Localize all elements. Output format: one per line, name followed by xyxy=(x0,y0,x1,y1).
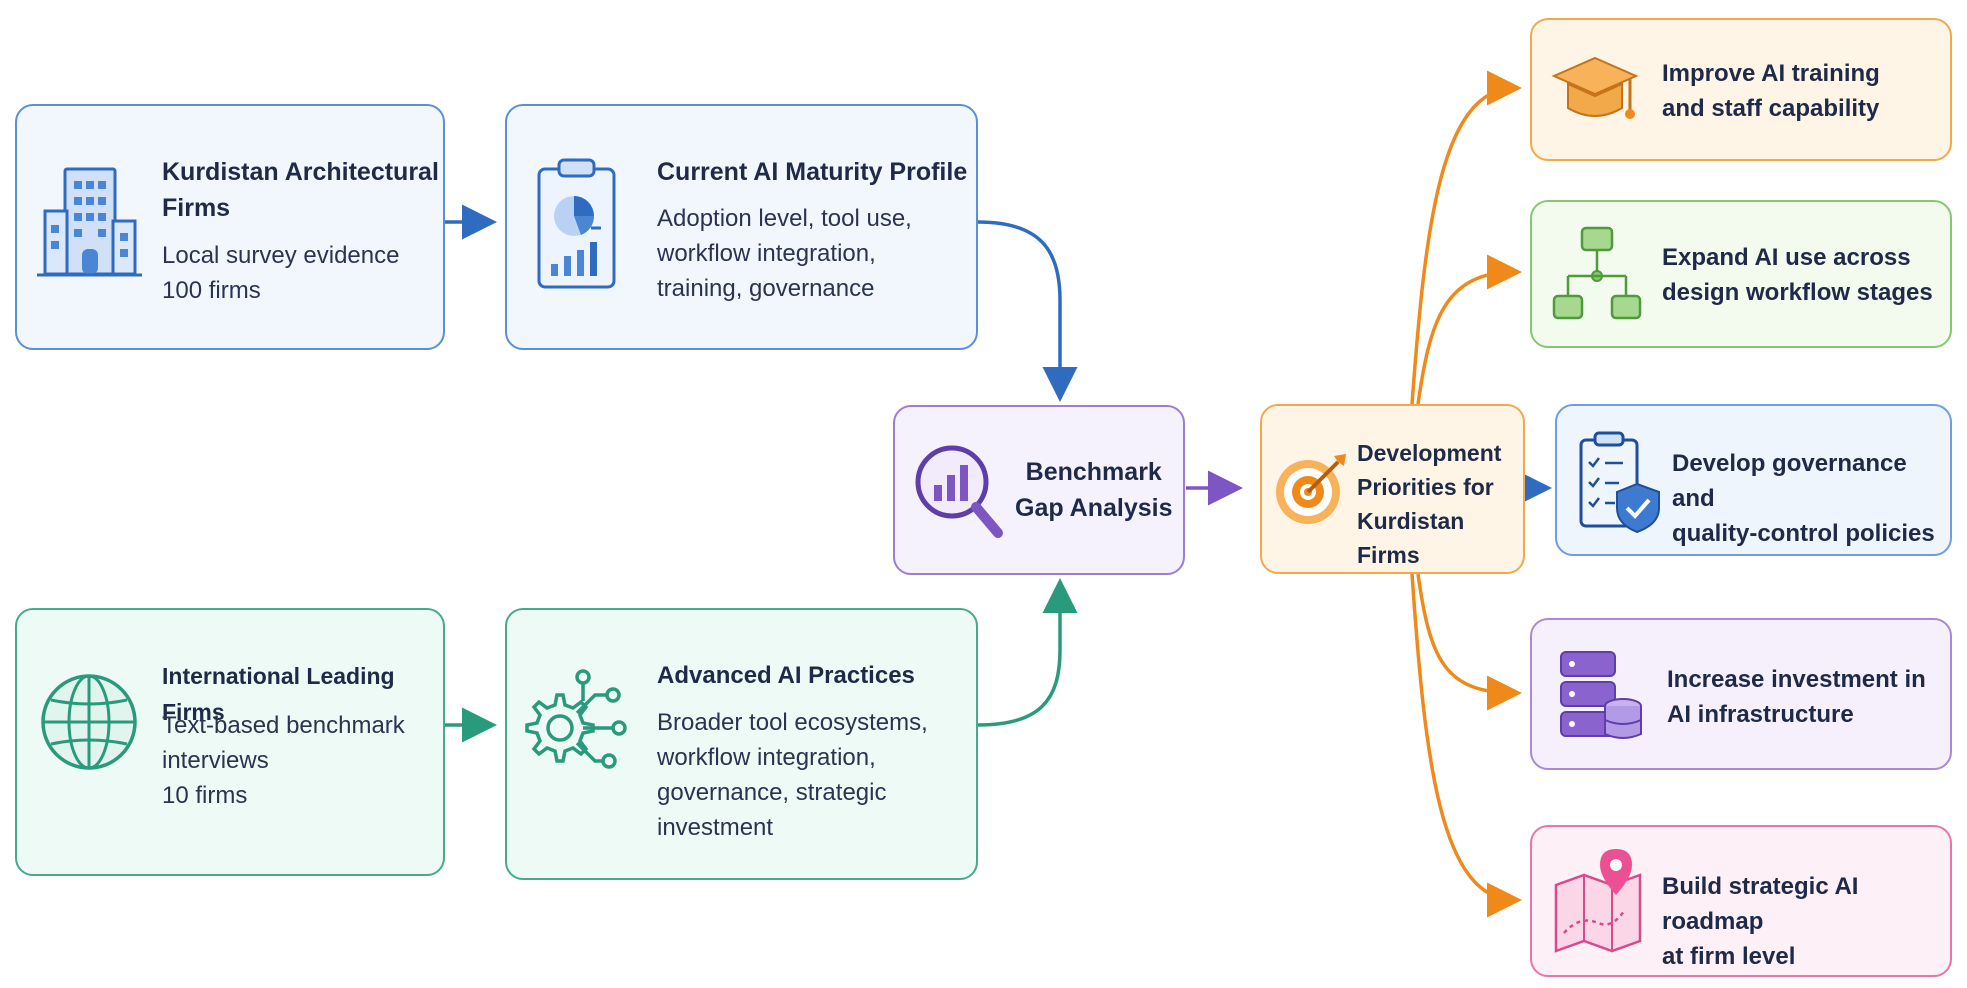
outcome-text-workflow: Expand AI use across design workflow sta… xyxy=(1662,244,1933,306)
current-maturity-title: Current AI Maturity Profile xyxy=(657,158,968,186)
arrow-priorities-to-outcome-4 xyxy=(1416,573,1522,711)
magnifier-chart-icon xyxy=(915,445,1003,538)
gear-network-icon xyxy=(525,669,627,769)
advanced-practices-title: Advanced AI Practices xyxy=(657,662,915,689)
globe-icon xyxy=(41,674,137,770)
development-priorities-title: Development Priorities for Kurdistan Fir… xyxy=(1357,440,1502,568)
graduation-cap-icon xyxy=(1551,56,1639,119)
clipboard-shield-icon xyxy=(1579,431,1660,534)
international-desc: Text-based benchmark interviews 10 firms xyxy=(162,712,405,809)
outcome-text-investment: Increase investment in AI infrastructure xyxy=(1667,666,1926,728)
outcome-text-training: Improve AI training and staff capability xyxy=(1662,60,1880,122)
outcome-card-training: Improve AI training and staff capability xyxy=(1530,18,1952,161)
outcome-text-roadmap: Build strategic AI roadmap at firm level xyxy=(1662,873,1859,970)
international-title: International Leading Firms xyxy=(162,663,395,725)
server-stack-icon xyxy=(1560,651,1642,739)
target-dart-icon xyxy=(1276,454,1346,524)
outcome-card-roadmap: Build strategic AI roadmap at firm level xyxy=(1530,825,1952,977)
kurdistan-title: Kurdistan Architectural Firms xyxy=(162,158,439,222)
outcome-card-workflow: Expand AI use across design workflow sta… xyxy=(1530,200,1952,348)
advanced-practices-desc: Broader tool ecosystems, workflow integr… xyxy=(657,709,928,841)
clipboard-chart-icon xyxy=(537,158,616,289)
arrow-priorities-to-outcome-1 xyxy=(1410,70,1522,405)
workflow-tree-icon xyxy=(1552,226,1642,320)
arrow-current-to-benchmark xyxy=(977,220,1078,402)
arrow-priorities-to-outcome-5 xyxy=(1410,573,1522,918)
benchmark-gap-card: Benchmark Gap Analysis xyxy=(893,405,1185,575)
arrow-priorities-to-outcome-2 xyxy=(1416,254,1522,405)
benchmark-gap-title: Benchmark Gap Analysis xyxy=(1015,458,1173,522)
map-pin-icon xyxy=(1554,849,1642,953)
building-icon xyxy=(37,167,142,277)
outcome-text-governance: Develop governance and quality-control p… xyxy=(1672,450,1935,547)
kurdistan-firms-card: Kurdistan Architectural Firms Local surv… xyxy=(15,104,445,350)
kurdistan-desc: Local survey evidence 100 firms xyxy=(162,242,400,304)
advanced-practices-card: Advanced AI Practices Broader tool ecosy… xyxy=(505,608,978,880)
international-firms-card: International Leading Firms Text-based b… xyxy=(15,608,445,876)
development-priorities-card: Development Priorities for Kurdistan Fir… xyxy=(1260,404,1525,574)
outcome-card-governance: Develop governance and quality-control p… xyxy=(1555,404,1952,556)
outcome-card-investment: Increase investment in AI infrastructure xyxy=(1530,618,1952,770)
arrow-advanced-to-benchmark xyxy=(977,578,1078,727)
current-maturity-desc: Adoption level, tool use, workflow integ… xyxy=(657,205,912,302)
current-maturity-card: Current AI Maturity Profile Adoption lev… xyxy=(505,104,978,350)
